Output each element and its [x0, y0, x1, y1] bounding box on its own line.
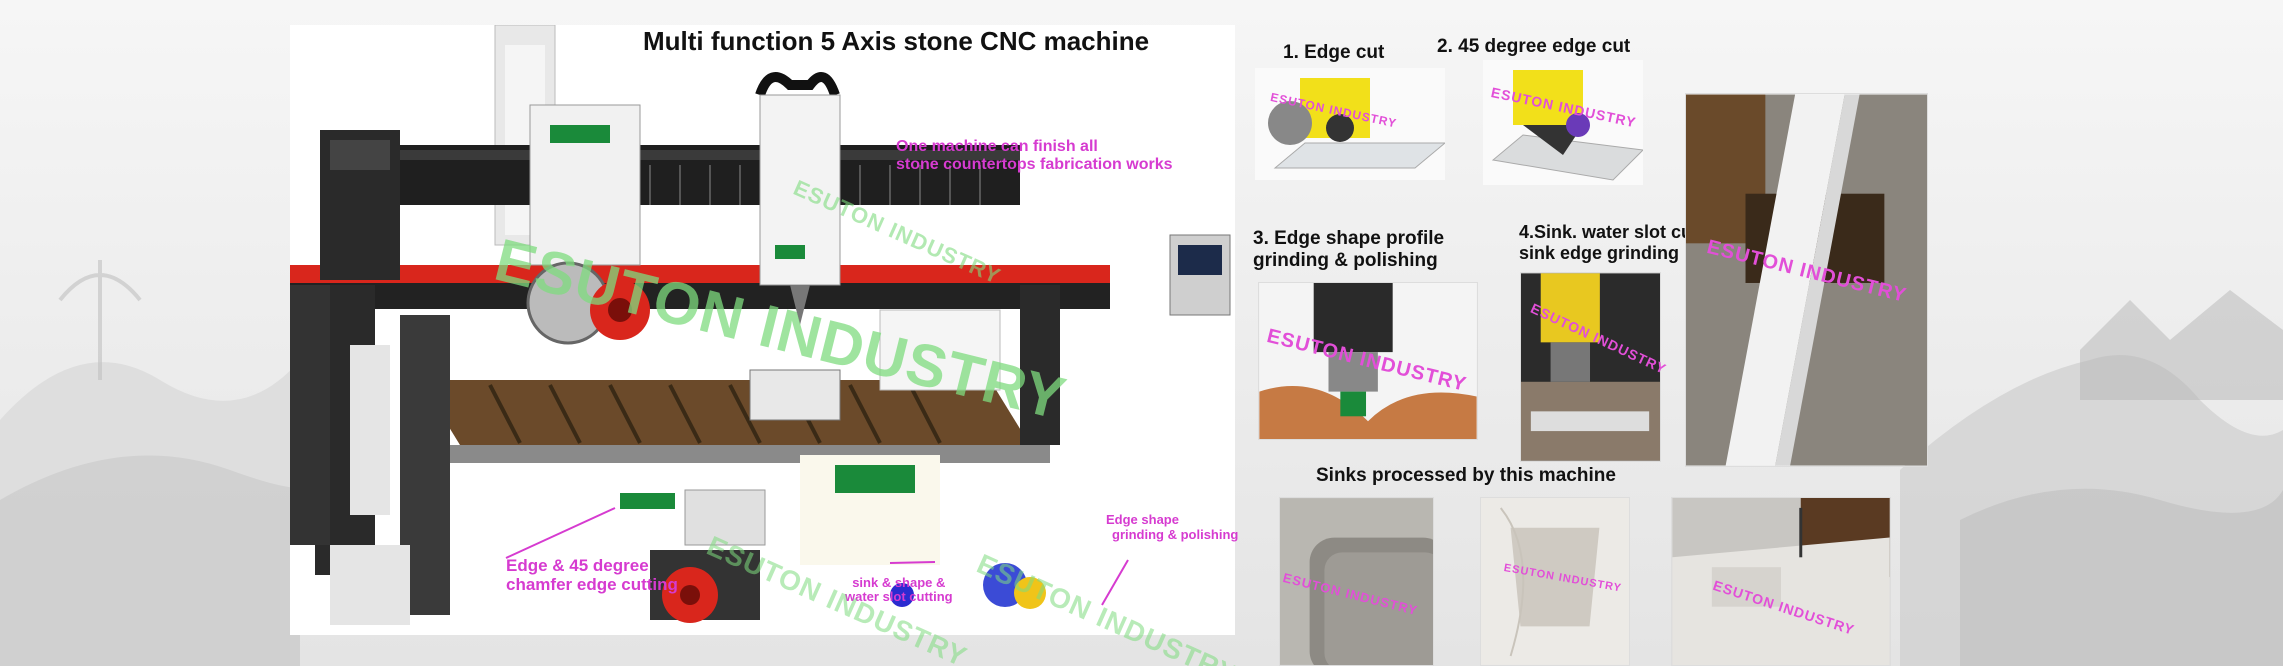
- callout-edge-chamfer-line-2: chamfer edge cutting: [506, 575, 678, 594]
- photo-sink-3: [1671, 497, 1891, 666]
- sinks-heading: Sinks processed by this machine: [1316, 465, 1616, 486]
- function-title-edge-profile: 3. Edge shape profile grinding & polishi…: [1253, 228, 1444, 272]
- photo-sink-1: [1279, 497, 1434, 666]
- callout-sink-shape-line-1: sink & shape &: [852, 575, 946, 590]
- callout-edge-grinding-line-2: grinding & polishing: [1112, 527, 1239, 542]
- callout-edge-chamfer: Edge & 45 degree chamfer edge cutting: [506, 556, 678, 594]
- function-title-sink-slot-line-2: sink edge grinding: [1519, 243, 1680, 263]
- function-title-sink-slot: 4.Sink. water slot cutting sink edge gri…: [1519, 222, 1731, 264]
- photo-countertop-edge: [1685, 93, 1928, 467]
- function-title-45-degree: 2. 45 degree edge cut: [1437, 36, 1631, 57]
- callout-edge-grinding: Edge shape grinding & polishing: [1106, 512, 1238, 542]
- page-title: Multi function 5 Axis stone CNC machine: [643, 26, 1150, 56]
- function-title-sink-slot-line-1: 4.Sink. water slot cutting: [1519, 222, 1732, 242]
- photo-sink-2: [1480, 497, 1630, 666]
- photo-sink-slot-cutting: [1520, 272, 1661, 462]
- callout-sink-shape: sink & shape & water slot cutting: [845, 576, 953, 604]
- tagline-line-1: One machine can finish all: [896, 138, 1098, 155]
- function-title-edge-profile-line-2: grinding & polishing: [1253, 250, 1438, 271]
- tagline: One machine can finish all stone counter…: [896, 138, 1172, 174]
- cnc-machine-illustration: [290, 25, 1231, 625]
- function-title-edge-cut: 1. Edge cut: [1283, 42, 1385, 63]
- callout-edge-chamfer-line-1: Edge & 45 degree: [506, 556, 649, 575]
- callout-sink-shape-line-2: water slot cutting: [845, 589, 953, 604]
- callout-edge-grinding-line-1: Edge shape: [1106, 512, 1179, 527]
- photo-edge-profile-grinding: [1258, 282, 1478, 440]
- photo-edge-cut: [1255, 68, 1445, 180]
- tagline-line-2: stone countertops fabrication works: [896, 156, 1173, 173]
- function-title-edge-profile-line-1: 3. Edge shape profile: [1253, 228, 1445, 249]
- photo-45-degree-edge-cut: [1483, 60, 1643, 185]
